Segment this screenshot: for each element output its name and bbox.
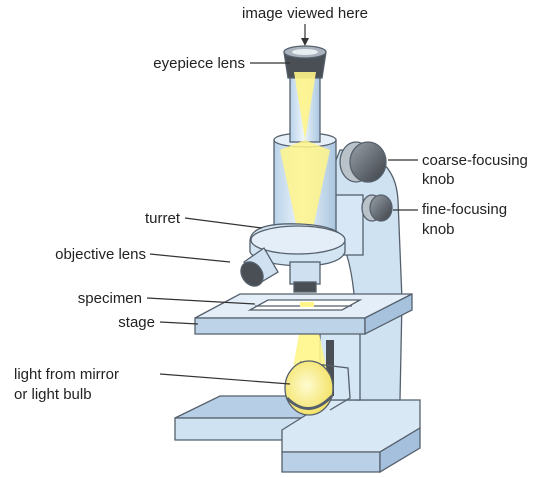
light-beam-upper (294, 72, 316, 140)
label-coarse-focusing-line1: coarse-focusing (422, 152, 528, 169)
label-objective-lens: objective lens (55, 246, 146, 263)
label-fine-focusing-line1: fine-focusing (422, 201, 507, 218)
label-coarse-focusing-line2: knob (422, 171, 455, 188)
label-eyepiece-lens: eyepiece lens (153, 55, 245, 72)
label-specimen: specimen (78, 290, 142, 307)
objective-lens-main (289, 261, 321, 293)
leader-lines (146, 24, 418, 385)
label-fine-focusing-line2: knob (422, 221, 455, 238)
fine-focusing-knob (361, 194, 393, 222)
labels: image viewed here eyepiece lens coarse-f… (14, 5, 528, 403)
label-stage: stage (118, 314, 155, 331)
mirror (284, 360, 351, 416)
label-turret: turret (145, 210, 181, 227)
objective-lens-side (240, 247, 279, 287)
stage (194, 292, 413, 336)
coarse-focusing-knob (339, 141, 387, 183)
label-light-line1: light from mirror (14, 366, 119, 383)
base (174, 395, 421, 474)
turret (249, 223, 346, 267)
light-beam-middle (280, 140, 330, 265)
label-image-viewed: image viewed here (242, 5, 368, 22)
label-light-line2: or light bulb (14, 386, 92, 403)
